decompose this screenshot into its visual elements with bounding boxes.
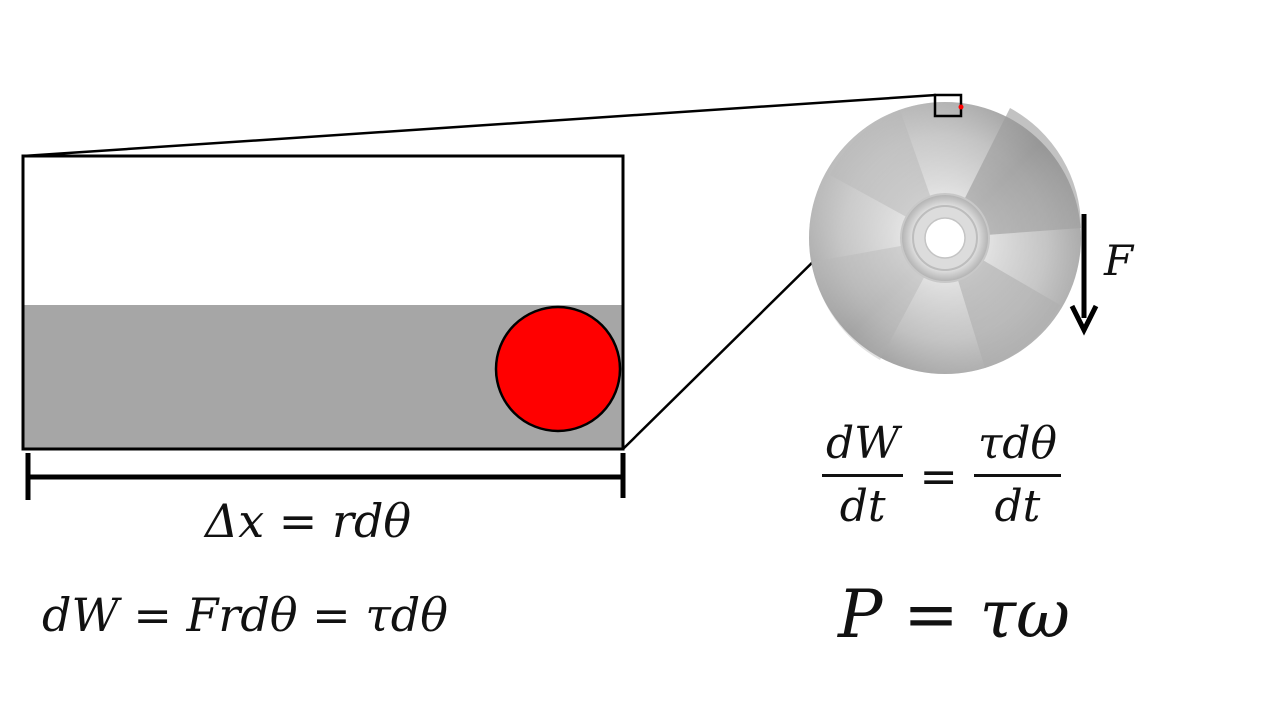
dimension-bracket [25, 453, 626, 500]
magnified-view [21, 154, 625, 451]
lhs-fraction-bar [822, 474, 904, 477]
equals-sign: = [919, 448, 958, 503]
lhs-numerator: dW [826, 418, 900, 469]
arrow-down-icon [1069, 214, 1099, 336]
zoom-marker-dot [958, 104, 964, 110]
rhs-fraction: τdθ dt [973, 418, 1061, 532]
magnified-frame [21, 154, 625, 451]
cd-disc-icon [809, 102, 1082, 374]
power-rate-equation: dW dt = τdθ dt [822, 408, 1061, 543]
rhs-fraction-bar [973, 474, 1061, 477]
rhs-denominator: dt [994, 481, 1041, 532]
red-ball [494, 305, 622, 433]
rhs-numerator: τdθ [977, 418, 1057, 469]
power-equation: P = τω [838, 576, 1070, 653]
arc-length-equation: Δx = rdθ [205, 494, 412, 548]
lhs-denominator: dt [839, 481, 886, 532]
lhs-fraction: dW dt [822, 418, 904, 532]
force-label: F [1104, 236, 1134, 285]
zoom-line-top [22, 93, 937, 158]
work-equation: dW = Frdθ = τdθ [42, 588, 448, 642]
